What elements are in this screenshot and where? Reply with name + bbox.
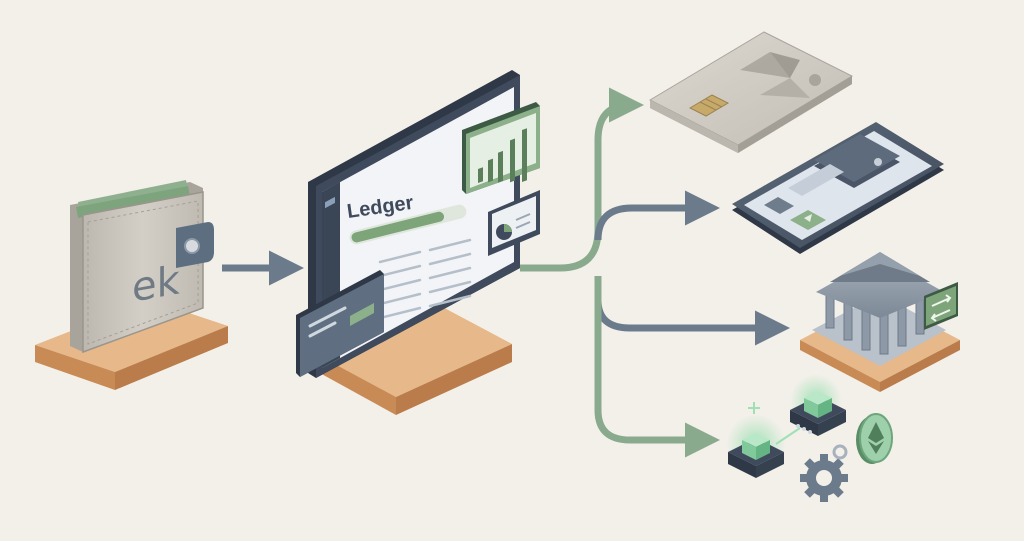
chip-card-icon [648, 31, 854, 153]
ledger-wood-base [318, 303, 512, 415]
wallet-monogram: ek [132, 256, 180, 311]
arrow-to-bank [594, 276, 790, 346]
flow-arrows [520, 87, 790, 458]
bar-chart-card [462, 102, 540, 194]
small-gear-icon [832, 444, 848, 460]
pie-chart-icon [496, 224, 512, 240]
wallet-icon: ek [70, 180, 214, 354]
phone-button-send [790, 210, 826, 230]
transfer-arrows-icon [924, 282, 958, 330]
phone-button-wallet [764, 197, 794, 214]
smartphone-wallet-icon [732, 122, 944, 254]
bar-chart-icon [478, 128, 527, 184]
block-2 [790, 391, 846, 436]
sparkle-icon [748, 402, 760, 414]
bank-building-icon [800, 252, 960, 392]
ledger-progress-bar [349, 204, 467, 245]
block-1 [728, 433, 784, 478]
ethereum-coin-icon [856, 413, 893, 464]
wallet-wood-base [35, 300, 228, 390]
card-chip [688, 94, 730, 117]
ledger-group: Ledger [296, 70, 540, 415]
blockchain-blocks-icon [726, 374, 846, 478]
balance-card [296, 270, 384, 377]
wallet-group: ek [35, 180, 228, 390]
arrow-to-phone [594, 190, 720, 241]
gear-icon [800, 454, 848, 502]
wallet-clasp [176, 222, 214, 268]
ledger-table [378, 238, 472, 320]
arrow-to-crypto [594, 276, 720, 458]
pie-chart-card [488, 190, 540, 256]
